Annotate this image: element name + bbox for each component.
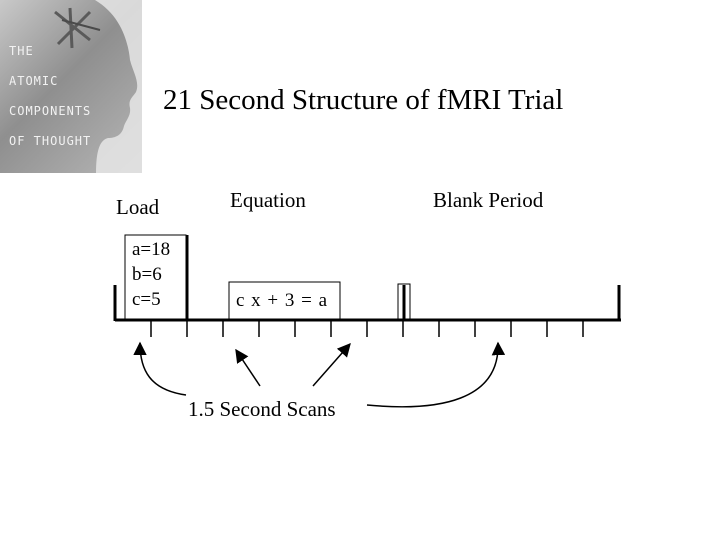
scan-arrow-1 (133, 341, 187, 396)
load-value-b: b=6 (132, 264, 162, 285)
load-label: Load (116, 195, 160, 219)
scan-arrow-4 (366, 341, 506, 408)
head-silhouette-icon (54, 0, 142, 173)
scans-label: 1.5 Second Scans (188, 397, 336, 421)
logo: THE ATOMIC COMPONENTS OF THOUGHT (0, 0, 142, 173)
load-value-a: a=18 (132, 239, 171, 260)
logo-line-4: OF THOUGHT (9, 134, 92, 148)
blank-period-label: Blank Period (433, 188, 544, 212)
page-title: 21 Second Structure of fMRI Trial (163, 84, 564, 116)
logo-line-3: COMPONENTS (9, 104, 92, 118)
scan-arrow-2 (235, 348, 261, 387)
equation-text: c x + 3 = a (236, 290, 329, 311)
logo-line-2: ATOMIC (9, 74, 59, 88)
equation-label: Equation (230, 188, 306, 212)
scan-arrow-3 (312, 342, 351, 387)
scan-ticks (150, 320, 584, 337)
logo-line-1: THE (9, 44, 34, 58)
load-value-c: c=5 (132, 289, 161, 310)
